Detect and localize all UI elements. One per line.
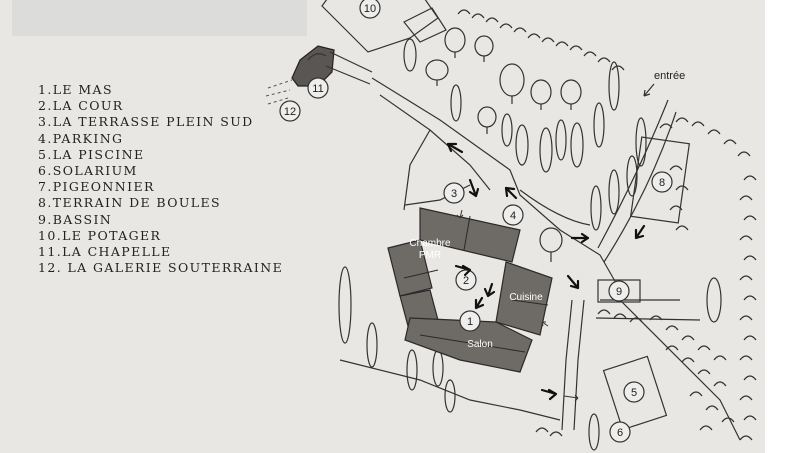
marker-3: 3 [451,188,457,200]
marker-12-circle [279,100,301,122]
marker-9: 9 [616,286,622,298]
bassin [597,279,641,303]
marker-1-circle [459,310,481,332]
marker-3-circle [443,182,465,204]
marker-12: 12 [284,106,296,118]
legend-item-2: 2.LA COUR [38,98,124,114]
legend-item-3: 3.LA TERRASSE PLEIN SUD [38,114,254,130]
label-chambre: Chambre [409,238,451,249]
marker-10: 10 [364,3,376,15]
small-arrows [456,209,579,402]
marker-6-circle [609,421,631,443]
marker-4-circle [502,204,524,226]
legend-item-1: 1.LE MAS [38,82,113,97]
marker-8: 8 [659,177,665,189]
legend-item-7: 7.PIGEONNIER [38,179,155,195]
marker-10-circle [359,0,381,19]
chapelle [291,45,373,87]
direction-arrows [446,142,646,401]
label-salon: Salon [467,339,493,350]
legend-item-5: 5.LA PISCINE [38,146,145,162]
legend-item-12: 12. LA GALERIE SOUTERRAINE [38,260,284,276]
piscine [602,355,668,431]
legend-item-8: 8.TERRAIN DE BOULES [38,195,221,211]
legend-item-10: 10.LE POTAGER [38,227,162,243]
marker-5-circle [623,381,645,403]
marker-11: 11 [312,83,323,95]
paper-background [0,0,765,453]
map-legend: 1.LE MAS 2.LA COUR 3.LA TERRASSE PLEIN S… [38,82,283,276]
marker-8-circle [651,171,673,193]
potager-building: 10 [321,0,447,53]
legend-item-4: 4.PARKING [38,130,124,146]
hedge [457,9,757,441]
marker-9-circle [608,280,630,302]
label-pmr: PMR [419,250,441,261]
marker-1: 1 [467,316,473,328]
marker-5: 5 [631,387,637,399]
marker-2: 2 [463,275,469,287]
terrain-de-boules [629,136,691,224]
marker-11-circle [307,77,329,99]
marker-6: 6 [617,427,623,439]
orchard-trees [338,27,722,451]
le-mas-building [387,207,553,373]
paper-tape [12,0,307,36]
galerie-dashes [265,79,293,105]
label-entree: entrée [654,70,685,82]
legend-item-9: 9.BASSIN [38,211,113,227]
marker-4: 4 [510,210,516,222]
legend-item-11: 11.LA CHAPELLE [38,244,172,260]
label-cuisine: Cuisine [509,292,543,303]
legend-item-6: 6.SOLARIUM [38,163,138,179]
